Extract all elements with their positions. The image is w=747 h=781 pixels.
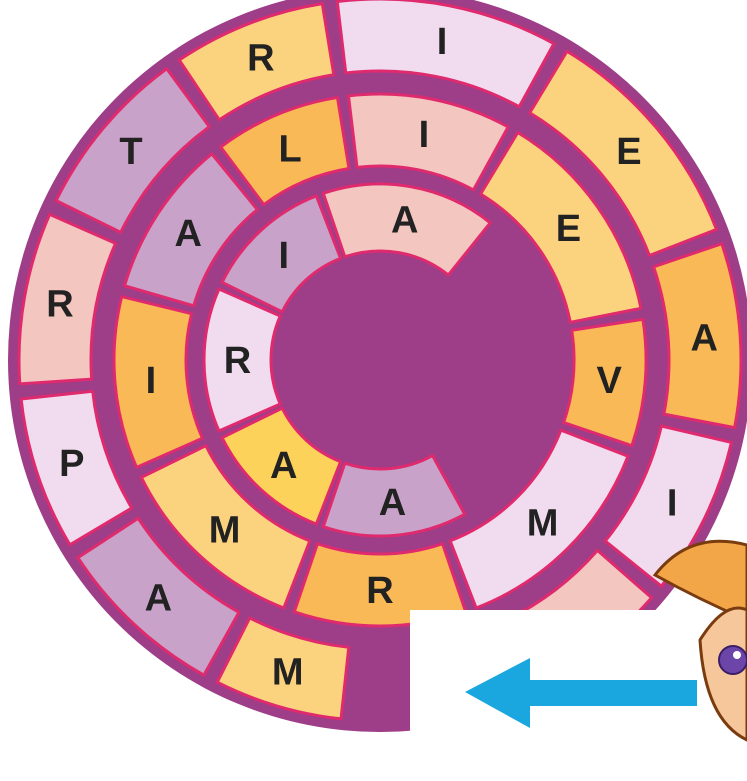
cell-letter: R (46, 284, 73, 326)
spiral-cell: I (603, 424, 733, 588)
character-part (652, 539, 747, 622)
cell-letter: V (596, 360, 622, 402)
cell-letter: I (667, 482, 678, 524)
spiral-cell-tile (139, 444, 312, 610)
cell-letter: A (379, 482, 406, 524)
spiral-cell-tile (335, 0, 556, 109)
spiral-cell: M (139, 444, 312, 610)
spiral-cell-tile (123, 152, 259, 308)
spiral-cell-tile (321, 182, 492, 277)
spiral-cell-tile (112, 295, 204, 469)
cell-letter: A (145, 578, 172, 620)
spiral-cell: A (321, 454, 467, 538)
spiral-cell-tile (219, 95, 351, 207)
spiral-cells: MAPRTRIEAIPRMIALIEVMAARIA (8, 0, 747, 732)
spiral-cell-tile (202, 287, 282, 433)
spiral-cell-tile (652, 242, 743, 430)
spiral-cell-tile (321, 454, 467, 538)
cell-letter: A (690, 317, 717, 359)
cell-letter: E (556, 208, 581, 250)
cell-letter: I (146, 360, 157, 402)
spiral-cell: A (123, 152, 259, 308)
cell-letter: I (437, 21, 448, 63)
spiral-cell-tile (562, 317, 648, 448)
cell-letter: M (527, 503, 559, 545)
spiral-cell: M (448, 428, 630, 610)
spiral-cell: R (17, 212, 118, 386)
cell-letter: R (366, 570, 393, 612)
spiral-cell: P (19, 389, 134, 547)
spiral-cell: I (335, 0, 556, 109)
spiral-cell-tile (215, 616, 351, 721)
cell-letter: M (272, 652, 304, 694)
cell-letter: A (391, 200, 418, 242)
spiral-cell: M (215, 616, 351, 721)
spiral-cell-tile (54, 67, 211, 234)
character-part (718, 645, 747, 675)
spiral-cell-tile (347, 92, 510, 192)
cell-letter: A (270, 445, 297, 487)
cartoon-character-icon (652, 539, 747, 742)
spiral-cell: I (347, 92, 510, 192)
spiral-cell: L (219, 95, 351, 207)
spiral-cell: I (112, 295, 204, 469)
spiral-cell: R (177, 2, 336, 122)
cell-letter: I (419, 114, 430, 156)
arrow-shape (465, 658, 697, 728)
cell-letter: T (119, 131, 142, 173)
spiral-cell-tile (220, 194, 343, 314)
spiral-cell: A (652, 242, 743, 430)
spiral-cell-tile (19, 389, 134, 547)
cell-letter: P (59, 443, 84, 485)
spiral-cell: T (54, 67, 211, 234)
arrow-left-icon (465, 658, 697, 728)
spiral-cell: E (478, 130, 643, 324)
character-part (733, 651, 741, 659)
spiral-cell-tile (220, 406, 343, 526)
cell-letter: I (278, 235, 289, 277)
spiral-cell: A (321, 182, 492, 277)
cell-letter: E (616, 131, 641, 173)
spiral-cell-tile (603, 424, 733, 588)
spiral-cell-tile (478, 130, 643, 324)
spiral-cell-tile (528, 49, 719, 257)
spiral-cell: A (220, 406, 343, 526)
spiral-cell-tile (76, 516, 241, 677)
cell-letter: M (209, 510, 241, 552)
cell-letter: R (224, 340, 251, 382)
spiral-cell-tile (448, 428, 630, 610)
spiral-cell: A (76, 516, 241, 677)
cell-letter: R (247, 38, 274, 80)
spiral-cell-tile (17, 212, 118, 386)
spiral-cell: E (528, 49, 719, 257)
spiral-cell: V (562, 317, 648, 448)
spiral-cell: I (220, 194, 343, 314)
spiral-cell: R (202, 287, 282, 433)
spiral-cell-tile (177, 2, 336, 122)
cell-letter: A (174, 213, 201, 255)
cell-letter: L (279, 128, 302, 170)
